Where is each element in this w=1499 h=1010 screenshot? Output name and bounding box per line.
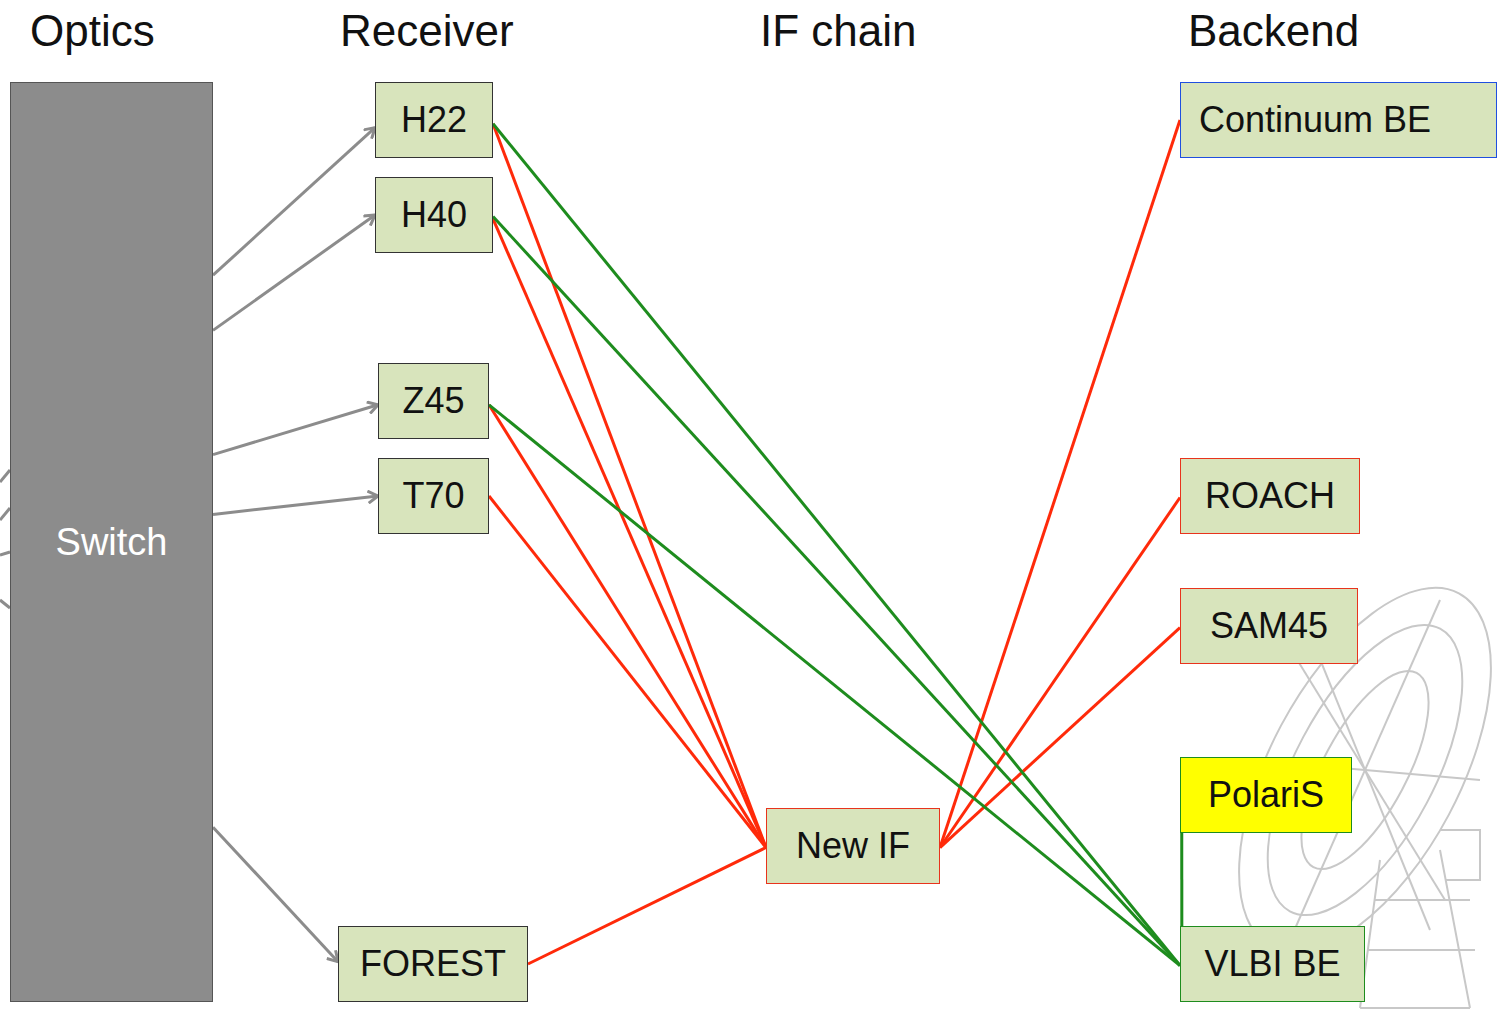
signal-connector	[489, 405, 766, 848]
signal-connector	[213, 496, 378, 514]
signal-connector	[489, 405, 1180, 966]
node-label: Switch	[56, 521, 168, 564]
signal-connector	[213, 827, 338, 962]
signal-connector	[528, 848, 766, 964]
signal-connector	[213, 128, 375, 276]
node-label: PolariS	[1208, 774, 1324, 816]
node-label: H22	[401, 99, 467, 141]
node-label: SAM45	[1210, 605, 1328, 647]
backend-box: PolariS	[1180, 757, 1352, 833]
incoming-beam-stubs	[0, 470, 10, 608]
backend-box: Continuum BE	[1180, 82, 1497, 158]
signal-connector	[213, 405, 378, 455]
node-label: H40	[401, 194, 467, 236]
node-label: ROACH	[1205, 475, 1335, 517]
receiver-box: H40	[375, 177, 493, 253]
signal-connector	[213, 215, 375, 330]
node-label: T70	[402, 475, 464, 517]
signal-connector	[940, 628, 1180, 848]
column-header: Receiver	[340, 6, 514, 56]
signal-connector	[493, 219, 766, 848]
column-header: Backend	[1188, 6, 1359, 56]
signal-connector	[493, 124, 1180, 966]
receiver-box: T70	[378, 458, 489, 534]
node-label: New IF	[796, 825, 910, 867]
optics-switch: Switch	[10, 82, 213, 1002]
column-header: IF chain	[760, 6, 917, 56]
backend-box: SAM45	[1180, 588, 1358, 664]
column-header: Optics	[30, 6, 155, 56]
receiver-box: H22	[375, 82, 493, 158]
signal-connector	[940, 120, 1180, 848]
node-label: Z45	[402, 380, 464, 422]
node-label: VLBI BE	[1204, 943, 1340, 985]
receiver-box: FOREST	[338, 926, 528, 1002]
backend-box: ROACH	[1180, 458, 1360, 534]
node-label: Continuum BE	[1199, 99, 1431, 141]
node-label: FOREST	[360, 943, 506, 985]
signal-connector	[1180, 833, 1183, 926]
signal-connector	[493, 217, 1180, 966]
signal-connector	[489, 496, 766, 848]
backend-box: VLBI BE	[1180, 926, 1365, 1002]
signal-connector	[940, 498, 1180, 848]
receiver-box: Z45	[378, 363, 489, 439]
signal-connector	[493, 124, 766, 848]
if-chain-box: New IF	[766, 808, 940, 884]
